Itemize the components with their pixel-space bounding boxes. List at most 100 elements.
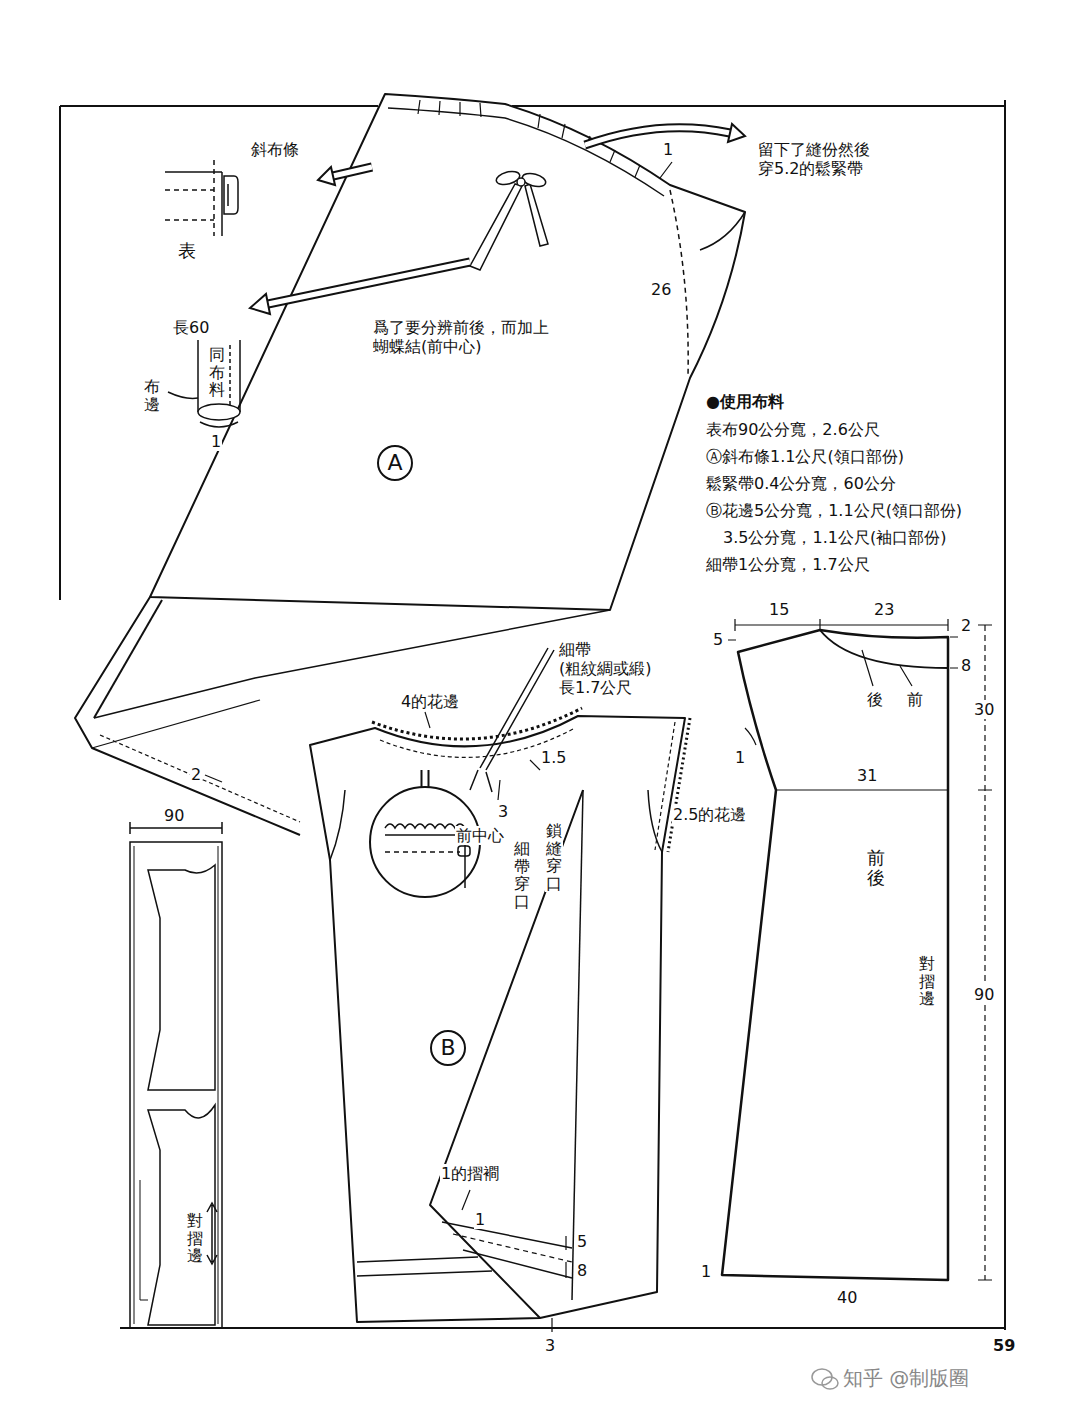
tie-string — [425, 712, 430, 728]
watermark: 知乎 @制版圈 — [842, 1366, 970, 1390]
circled-letter: B — [430, 1030, 466, 1066]
callout-number: 1 — [662, 140, 674, 159]
dimension-line — [735, 619, 948, 631]
hollow-arrow — [728, 124, 745, 142]
part-name: 前 — [906, 690, 924, 709]
dimension-line — [728, 619, 992, 1280]
dimension: 31 — [856, 766, 878, 785]
dimension: 90 — [163, 806, 185, 825]
dimension: 5 — [576, 1232, 588, 1251]
tie-tube-detail — [197, 340, 199, 412]
hollow-arrow — [585, 128, 730, 145]
dimension: 1.5 — [540, 748, 567, 767]
pattern-piece — [820, 630, 948, 668]
dimension-line — [862, 650, 912, 686]
garment-b — [453, 1234, 572, 1262]
fabric-list: 細帶1公分寬，1.7公尺 — [705, 555, 871, 574]
magnifier-detail — [385, 851, 460, 853]
note: 留下了縫份然後 穿5.2的鬆緊帶 — [757, 140, 909, 178]
dimension: 1 — [734, 748, 746, 767]
dimension: 3 — [497, 802, 509, 821]
dimension: 1 — [700, 1262, 712, 1281]
letter: B — [440, 1037, 455, 1059]
cutting-layout — [148, 1105, 215, 1325]
note: 1的摺襇 — [440, 1164, 500, 1183]
hollow-arrow — [585, 128, 730, 145]
garment-b — [552, 1236, 566, 1332]
bow-ribbon — [470, 184, 522, 270]
dimension: 1 — [474, 1210, 486, 1229]
garment-a — [150, 94, 745, 610]
circled-letter: A — [377, 445, 413, 481]
hollow-arrow — [250, 124, 745, 314]
hollow-arrow — [333, 167, 372, 176]
magnifier-detail — [385, 834, 465, 836]
garment-a — [670, 190, 688, 376]
bias-strip-detail — [165, 219, 214, 221]
tie-string — [470, 770, 492, 792]
page-frame — [59, 106, 61, 600]
garment-b — [310, 716, 685, 1322]
cutting-layout — [130, 842, 222, 1328]
tie-string — [498, 760, 540, 800]
garment-a — [94, 600, 162, 718]
garment-a — [100, 735, 300, 822]
note: 2.5的花邊 — [672, 805, 747, 824]
dimension: 90 — [973, 985, 995, 1004]
note: 4的花邊 — [400, 692, 460, 711]
tie-tube-detail — [168, 392, 198, 398]
dimension: 3 — [544, 1336, 556, 1355]
fabric-list: 表布90公分寬，2.6公尺 — [705, 420, 881, 439]
garment-b — [572, 790, 583, 1300]
tie-tube-detail — [198, 404, 240, 420]
garment-a — [700, 212, 745, 250]
page-frame — [120, 1327, 1005, 1329]
note: 細帶 (粗紋綢或緞) 長1.7公尺 — [558, 640, 672, 698]
bias-strip-detail — [221, 172, 223, 236]
dimension: 5 — [712, 630, 724, 649]
dimension: 1 — [210, 432, 222, 451]
watermark-icon — [812, 1369, 838, 1389]
note: 鎖縫穿口 — [545, 822, 563, 892]
garment-a — [94, 610, 610, 718]
bias-strip-detail — [227, 184, 229, 206]
lace-trim — [372, 708, 582, 739]
tie-tube-detail — [200, 422, 238, 427]
dimension: 8 — [576, 1261, 588, 1280]
dimension: 26 — [650, 280, 672, 299]
pattern-piece — [722, 630, 948, 1280]
magnifier-detail — [385, 824, 465, 828]
garment-a — [205, 775, 222, 782]
page-frame — [60, 105, 378, 107]
dimension-line — [978, 625, 992, 1280]
dimension: 30 — [973, 700, 995, 719]
lace-trim — [655, 722, 675, 850]
fabric-list: 鬆緊帶0.4公分寬，60公分 — [705, 474, 897, 493]
bow-ribbon — [525, 184, 548, 246]
part-name: 前中心 — [455, 826, 505, 845]
garment-b — [310, 716, 685, 1332]
dimension: 15 — [768, 600, 790, 619]
fabric-list: ●使用布料 — [705, 392, 785, 411]
fabric-list: Ⓑ花邊5公分寬，1.1公尺(領口部份) — [705, 501, 963, 520]
garment-a — [388, 108, 664, 196]
letter: A — [387, 452, 402, 474]
page-frame — [512, 105, 1005, 107]
page-number: 59 — [992, 1336, 1016, 1355]
dimension-line — [745, 728, 756, 745]
part-name: 表 — [177, 240, 197, 262]
dimension: 8 — [960, 656, 972, 675]
cutting-layout — [207, 1203, 217, 1264]
magnifier-detail — [458, 846, 470, 856]
tie-tube-detail — [239, 340, 241, 412]
dimension-line — [776, 789, 948, 790]
note: 細帶穿口 — [513, 840, 531, 910]
watermark-icon — [822, 1377, 838, 1389]
dimension: 長60 — [172, 318, 210, 337]
garment-b — [442, 1222, 572, 1248]
dimension-line — [728, 637, 958, 668]
bias-strip-detail — [165, 189, 214, 191]
tie-tube-detail — [229, 345, 231, 405]
bias-strip-detail — [213, 160, 215, 236]
garment-a — [660, 162, 672, 178]
